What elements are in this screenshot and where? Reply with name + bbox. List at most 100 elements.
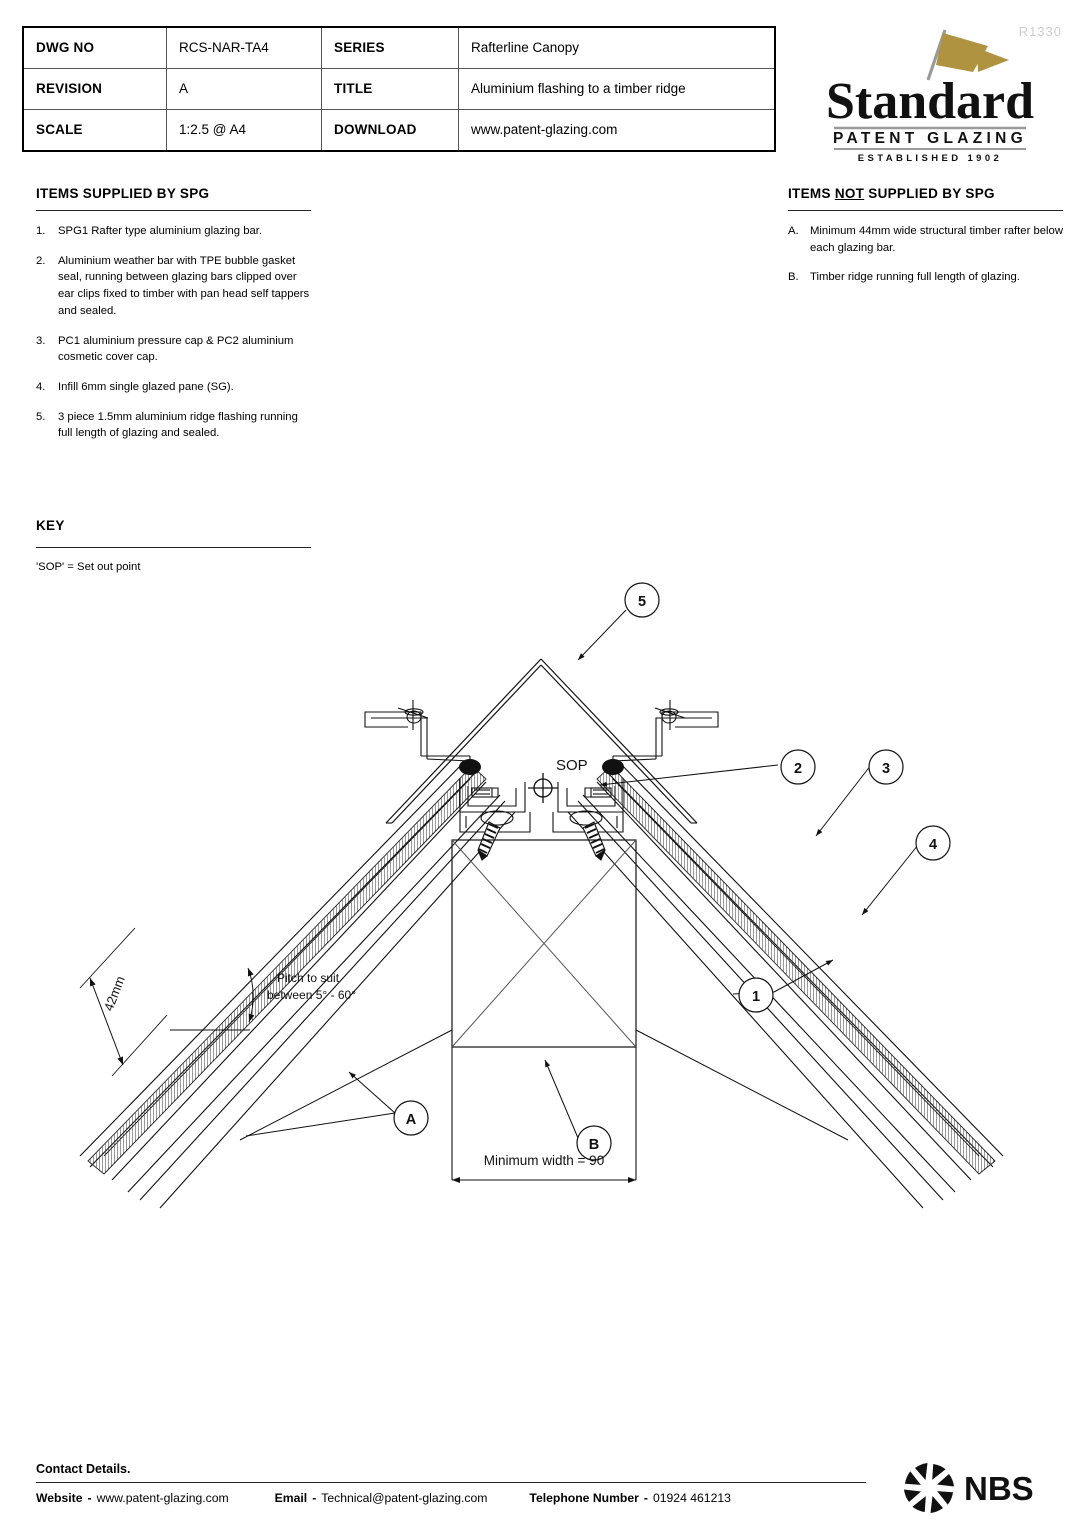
scale-value: 1:2.5 @ A4: [166, 109, 322, 152]
separator-dash: -: [643, 1491, 648, 1505]
list-item-text: PC1 aluminium pressure cap & PC2 alumini…: [58, 334, 294, 364]
right-ear-clip-screw: [654, 700, 686, 730]
callout-label: 4: [929, 837, 937, 853]
left-fixing-screw: [477, 821, 501, 861]
callout-a[interactable]: A: [393, 1100, 429, 1136]
sop-symbol: [528, 773, 558, 803]
callout-3[interactable]: 3: [868, 749, 904, 785]
nbs-rosette-icon: [904, 1463, 954, 1513]
technical-drawing: 5 2 3 4 1 A B SOP Pitch to suit between …: [0, 560, 1086, 1220]
callout-label: A: [406, 1112, 417, 1128]
list-item-text: SPG1 Rafter type aluminium glazing bar.: [58, 225, 263, 237]
items-supplied-block: ITEMS SUPPLIED BY SPG 1. SPG1 Rafter typ…: [36, 186, 311, 455]
title-block-row: DWG NO RCS-NAR-TA4 SERIES Rafterline Can…: [22, 26, 776, 69]
callout-1[interactable]: 1: [738, 977, 774, 1013]
footer-email[interactable]: Email - Technical@patent-glazing.com: [275, 1491, 488, 1505]
list-item: 4. Infill 6mm single glazed pane (SG).: [36, 379, 311, 396]
left-flashing-return: [364, 711, 471, 762]
heading-pre: ITEMS: [788, 186, 835, 201]
divider: [36, 1482, 866, 1483]
flag-icon: [926, 29, 1009, 81]
list-item-marker: 3.: [36, 334, 46, 347]
download-label: DOWNLOAD: [321, 109, 459, 152]
revision-value: A: [166, 68, 322, 110]
logo-wordmark: Standard: [826, 73, 1034, 130]
separator-dash: -: [87, 1491, 92, 1505]
left-glazing-assembly: [79, 759, 516, 1209]
list-item-marker: 4.: [36, 381, 46, 394]
ridge-detail-drawing: 5 2 3 4 1 A B SOP Pitch to suit between …: [79, 582, 1004, 1209]
download-value[interactable]: www.patent-glazing.com: [458, 109, 776, 152]
dwg-no-label: DWG NO: [22, 26, 167, 69]
list-item-marker: 5.: [36, 410, 46, 423]
list-item: B. Timber ridge running full length of g…: [788, 269, 1063, 286]
list-item-marker: 2.: [36, 254, 46, 267]
sop-label: SOP: [556, 757, 588, 774]
scale-label: SCALE: [22, 109, 167, 152]
footer: Contact Details. Website - www.patent-gl…: [36, 1462, 866, 1505]
website-value[interactable]: www.patent-glazing.com: [96, 1491, 229, 1505]
list-item-text: Infill 6mm single glazed pane (SG).: [58, 381, 234, 394]
heading-not: NOT: [834, 186, 865, 201]
key-block: KEY 'SOP' = Set out point: [36, 518, 311, 576]
footer-contact-row: Website - www.patent-glazing.com Email -…: [36, 1491, 866, 1505]
email-value[interactable]: Technical@patent-glazing.com: [321, 1491, 488, 1505]
callout-leaders: [245, 609, 919, 1139]
title-block: DWG NO RCS-NAR-TA4 SERIES Rafterline Can…: [22, 26, 776, 152]
ridge-flashing: [385, 658, 698, 824]
pitch-label-line2: between 5° - 60°: [267, 988, 356, 1002]
callout-2[interactable]: 2: [780, 749, 816, 785]
footer-website[interactable]: Website - www.patent-glazing.com: [36, 1491, 229, 1505]
logo-graphic: Standard PATENT GLAZING ESTABLISHED 1902: [826, 29, 1034, 164]
dwg-no-value: RCS-NAR-TA4: [166, 26, 322, 69]
logo-subtitle: PATENT GLAZING: [833, 130, 1027, 147]
series-value: Rafterline Canopy: [458, 26, 776, 69]
divider: [36, 210, 311, 211]
timber-ridge-section: [451, 839, 637, 1180]
list-item: 1. SPG1 Rafter type aluminium glazing ba…: [36, 223, 311, 240]
callout-4[interactable]: 4: [915, 825, 951, 861]
items-not-supplied-block: ITEMS NOT SUPPLIED BY SPG A. Minimum 44m…: [788, 186, 1063, 299]
right-glazing-assembly: [567, 759, 1004, 1209]
revision-watermark: R1330: [1018, 24, 1062, 39]
series-label: SERIES: [321, 26, 459, 69]
callout-label: 1: [752, 989, 760, 1005]
logo-established: ESTABLISHED 1902: [858, 153, 1003, 162]
right-flashing-return: [612, 711, 719, 762]
list-item-marker: A.: [788, 225, 799, 237]
nbs-logo: NBS: [896, 1455, 1046, 1521]
title-block-row: REVISION A TITLE Aluminium flashing to a…: [22, 68, 776, 110]
list-item: 3. PC1 aluminium pressure cap & PC2 alum…: [36, 333, 311, 366]
list-item-text: 3 piece 1.5mm aluminium ridge flashing r…: [58, 410, 298, 440]
list-item: A. Minimum 44mm wide structural timber r…: [788, 223, 1063, 256]
left-glazing-pane: [87, 765, 487, 1175]
items-supplied-heading: ITEMS SUPPLIED BY SPG: [36, 186, 210, 201]
list-item-marker: B.: [788, 271, 799, 284]
email-label: Email: [274, 1491, 308, 1505]
revision-label: REVISION: [22, 68, 167, 110]
callout-label: 5: [638, 594, 646, 610]
heading-post: SUPPLIED BY SPG: [864, 186, 995, 201]
left-ear-clip-screw: [397, 700, 429, 730]
callout-bubbles: 5 2 3 4 1 A B: [393, 582, 951, 1161]
list-item: 2. Aluminium weather bar with TPE bubble…: [36, 253, 311, 320]
dimension-min-width-label: Minimum width = 90: [484, 1153, 604, 1168]
dimension-42mm: [79, 927, 168, 1077]
right-gasket-seal: [602, 759, 624, 775]
list-item-marker: 1.: [36, 225, 46, 237]
items-not-supplied-heading: ITEMS NOT SUPPLIED BY SPG: [788, 186, 1063, 201]
left-gasket-seal: [459, 759, 481, 775]
phone-label: Telephone Number: [529, 1491, 639, 1505]
divider: [36, 547, 311, 548]
pitch-label-line1: Pitch to suit: [277, 971, 340, 985]
title-value: Aluminium flashing to a timber ridge: [458, 68, 776, 110]
callout-5[interactable]: 5: [624, 582, 660, 618]
nbs-logo-graphic: NBS: [904, 1463, 1034, 1513]
phone-value[interactable]: 01924 461213: [652, 1491, 731, 1505]
title-block-row: SCALE 1:2.5 @ A4 DOWNLOAD www.patent-gla…: [22, 109, 776, 152]
callout-b[interactable]: B: [576, 1125, 612, 1161]
key-heading: KEY: [36, 518, 65, 533]
company-logo: Standard PATENT GLAZING ESTABLISHED 1902: [810, 22, 1050, 164]
list-item-text: Timber ridge running full length of glaz…: [810, 271, 1020, 284]
footer-phone[interactable]: Telephone Number - 01924 461213: [529, 1491, 731, 1505]
